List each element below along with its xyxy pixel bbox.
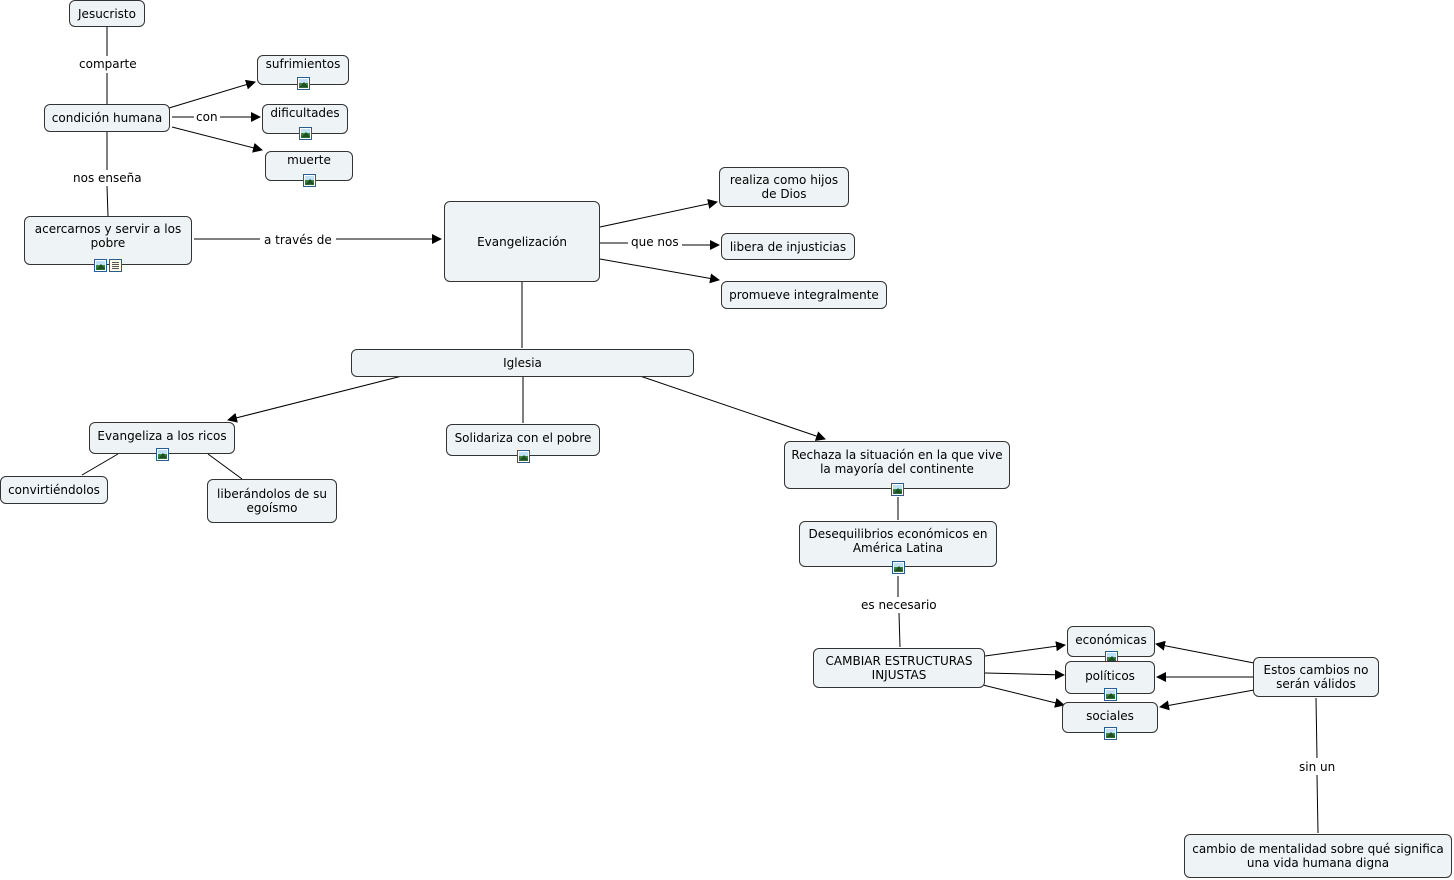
concept-label: económicas bbox=[1075, 632, 1147, 647]
concept-label: Jesucristo bbox=[78, 6, 136, 21]
edge-sinun-cambiomentalidad bbox=[1316, 774, 1319, 834]
concept-label: sociales bbox=[1086, 708, 1134, 723]
edge-cambiar-sociales bbox=[982, 684, 1065, 708]
link-label-a-traves-de: a través de bbox=[262, 233, 334, 247]
concept-estos-cambios[interactable]: Estos cambios no serán válidos bbox=[1253, 657, 1379, 697]
link-label-es-necesario: es necesario bbox=[859, 598, 939, 612]
edge-estos-sinun bbox=[1315, 697, 1318, 759]
concept-label: promueve integralmente bbox=[729, 288, 879, 302]
edge-cambiar-politicos bbox=[984, 669, 1065, 680]
concept-iglesia[interactable]: Iglesia bbox=[351, 349, 694, 377]
concept-label: cambio de mentalidad sobre qué significa… bbox=[1192, 842, 1444, 870]
concept-label: Estos cambios no serán válidos bbox=[1263, 663, 1369, 691]
document-resource-icon[interactable] bbox=[109, 259, 122, 272]
concept-label: CAMBIAR ESTRUCTURAS INJUSTAS bbox=[825, 654, 973, 682]
link-label-nos-ensena: nos enseña bbox=[71, 171, 144, 185]
image-resource-icon[interactable] bbox=[302, 174, 316, 187]
image-resource-icon[interactable] bbox=[516, 450, 530, 463]
concept-condicion-humana[interactable]: condición humana bbox=[44, 104, 170, 132]
edge-evangeliza-liberandolos bbox=[207, 453, 243, 480]
edge-condicion-sufrimientos bbox=[168, 79, 256, 109]
image-resource-icon[interactable] bbox=[890, 483, 904, 496]
concept-label: liberándolos de su egoísmo bbox=[217, 487, 327, 515]
concept-cambio-mentalidad[interactable]: cambio de mentalidad sobre qué significa… bbox=[1184, 834, 1452, 878]
concept-evangelizacion[interactable]: Evangelización bbox=[444, 201, 600, 282]
concept-realiza-hijos-de-dios[interactable]: realiza como hijos de Dios bbox=[719, 167, 849, 207]
concept-acercarnos-servir[interactable]: acercarnos y servir a los pobre bbox=[24, 216, 192, 272]
concept-desequilibrios-economicos[interactable]: Desequilibrios económicos en América Lat… bbox=[799, 521, 997, 574]
image-resource-icon[interactable] bbox=[298, 127, 312, 140]
edge-iglesia-rechaza bbox=[639, 375, 826, 441]
link-label-comparte: comparte bbox=[77, 57, 139, 71]
concept-label: políticos bbox=[1085, 669, 1135, 683]
concept-politicos[interactable]: políticos bbox=[1065, 661, 1155, 701]
concept-label: libera de injusticias bbox=[729, 239, 847, 254]
edge-condicion-muerte bbox=[171, 126, 263, 153]
concept-liberandolos-egoismo[interactable]: liberándolos de su egoísmo bbox=[207, 479, 337, 523]
concept-cambiar-estructuras[interactable]: CAMBIAR ESTRUCTURAS INJUSTAS bbox=[813, 648, 985, 688]
concept-evangeliza-ricos[interactable]: Evangeliza a los ricos bbox=[89, 422, 235, 461]
concept-label: acercarnos y servir a los pobre bbox=[34, 221, 182, 250]
edge-nosensena-acercarnos bbox=[106, 185, 109, 217]
concept-label: Solidariza con el pobre bbox=[454, 430, 592, 445]
image-resource-icon[interactable] bbox=[1103, 688, 1117, 701]
concept-label: convirtiéndolos bbox=[8, 483, 100, 497]
concept-economicas[interactable]: económicas bbox=[1067, 626, 1155, 664]
edge-esnecesario-cambiar bbox=[898, 612, 901, 648]
link-label-con: con bbox=[194, 110, 220, 124]
edge-evangelizacion-realiza bbox=[599, 198, 718, 228]
image-resource-icon[interactable] bbox=[94, 259, 107, 272]
image-resource-icon[interactable] bbox=[1103, 727, 1117, 740]
image-resource-icon[interactable] bbox=[296, 77, 310, 90]
concept-jesucristo[interactable]: Jesucristo bbox=[69, 0, 145, 27]
edge-cambiar-economicas bbox=[984, 641, 1066, 657]
concept-label: realiza como hijos de Dios bbox=[729, 173, 839, 201]
concept-label: Evangelización bbox=[477, 234, 567, 249]
concept-label: dificultades bbox=[270, 106, 340, 120]
concept-label: Desequilibrios económicos en América Lat… bbox=[808, 527, 988, 555]
link-label-que-nos: que nos bbox=[629, 235, 681, 249]
concept-sociales[interactable]: sociales bbox=[1062, 702, 1158, 740]
concept-rechaza-situacion[interactable]: Rechaza la situación en la que vive la m… bbox=[784, 441, 1010, 496]
concept-solidariza-pobre[interactable]: Solidariza con el pobre bbox=[446, 424, 600, 463]
edge-iglesia-evangeliza bbox=[227, 375, 403, 423]
concept-label: sufrimientos bbox=[265, 57, 341, 71]
concept-label: Iglesia bbox=[503, 356, 542, 370]
link-label-sin-un: sin un bbox=[1297, 760, 1338, 774]
concept-convirtiendolos[interactable]: convirtiéndolos bbox=[0, 476, 108, 504]
edge-estos-sociales bbox=[1159, 689, 1255, 711]
edge-evangeliza-convirtiendolos bbox=[81, 453, 119, 476]
edge-estos-economicas bbox=[1155, 640, 1255, 664]
concept-sufrimientos[interactable]: sufrimientos bbox=[257, 55, 349, 90]
concept-promueve-integralmente[interactable]: promueve integralmente bbox=[721, 281, 887, 309]
image-resource-icon[interactable] bbox=[155, 448, 169, 461]
concept-label: Rechaza la situación en la que vive la m… bbox=[791, 448, 1003, 476]
concept-label: Evangeliza a los ricos bbox=[97, 428, 227, 443]
concept-libera-injusticias[interactable]: libera de injusticias bbox=[721, 233, 855, 260]
concept-label: muerte bbox=[287, 153, 331, 167]
image-resource-icon[interactable] bbox=[891, 561, 905, 574]
concept-dificultades[interactable]: dificultades bbox=[262, 104, 348, 140]
edge-evangelizacion-promueve bbox=[599, 258, 720, 284]
concept-label: condición humana bbox=[51, 111, 163, 125]
concept-muerte[interactable]: muerte bbox=[265, 151, 353, 187]
